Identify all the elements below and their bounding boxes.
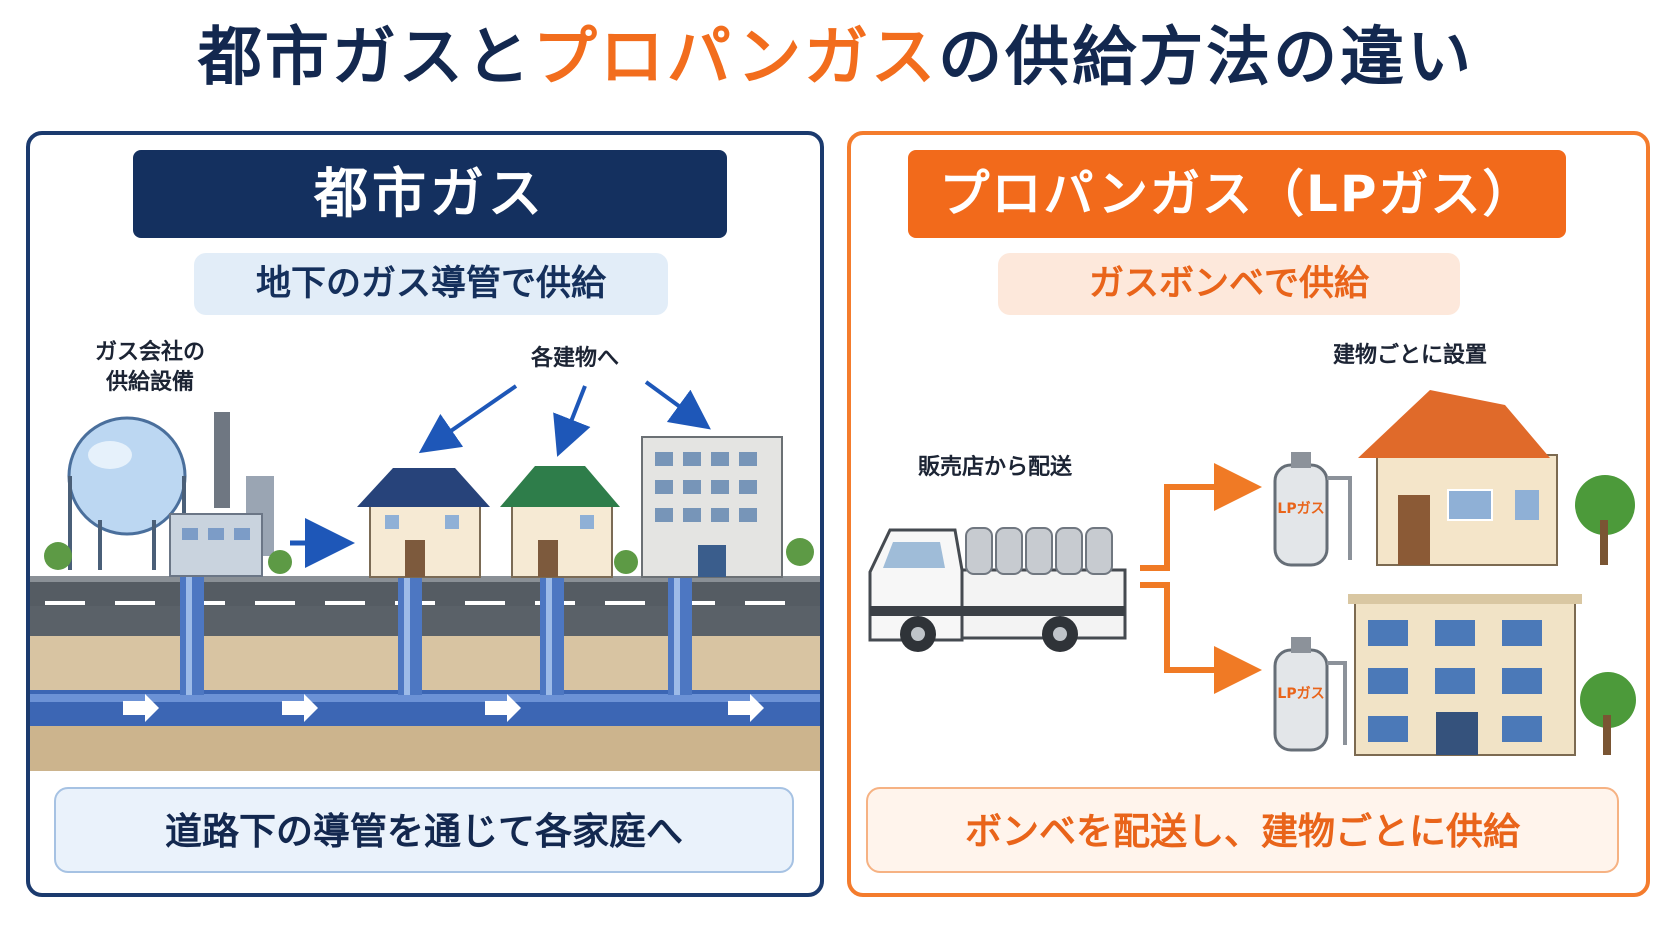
propane-apartment: [1348, 594, 1636, 756]
city-gas-caption: 道路下の導管を通じて各家庭へ: [54, 787, 794, 873]
title-city-gas: 都市ガスと: [197, 21, 533, 95]
facility-label: ガス会社の 供給設備: [80, 338, 220, 398]
install-label: 建物ごとに設置: [1332, 343, 1487, 368]
cylinder-label-1: LPガス: [1277, 501, 1325, 517]
facility-building: [169, 513, 263, 577]
chimney: [214, 412, 230, 508]
city-gas-header: 都市ガス: [133, 150, 727, 238]
pipe-flow-arrows: [123, 694, 764, 722]
arrow-to-apartment: [644, 380, 711, 430]
facility-label-line2: 供給設備: [105, 370, 194, 395]
arrow-to-house2: [553, 385, 591, 457]
apartment-building: [641, 436, 783, 578]
gas-holder-tank: [67, 416, 187, 570]
cylinder-label-2: LPガス: [1277, 686, 1325, 702]
delivery-label: 販売店から配送: [917, 455, 1072, 480]
house-green-roof: [500, 466, 620, 578]
delivery-arrows: [1140, 463, 1262, 694]
propane-caption: ボンベを配送し、建物ごとに供給: [866, 787, 1619, 873]
title-propane: プロパンガス: [532, 21, 939, 95]
propane-subheader: ガスボンベで供給: [998, 253, 1460, 315]
city-gas-scene: [30, 380, 820, 771]
lp-cylinder-1: [1273, 452, 1352, 567]
house-blue-roof: [357, 468, 490, 578]
city-gas-subheader: 地下のガス導管で供給: [194, 253, 668, 315]
delivery-truck: [868, 527, 1127, 652]
arrow-to-house1: [418, 384, 518, 454]
propane-house: [1358, 390, 1635, 566]
facility-label-line1: ガス会社の: [94, 340, 205, 365]
page-title: 都市ガスとプロパンガスの供給方法の違い: [0, 18, 1672, 98]
title-rest: の供給方法の違い: [938, 21, 1475, 95]
riser-pipes: [180, 575, 692, 695]
lp-cylinder-2: [1273, 637, 1347, 752]
buildings-label: 各建物へ: [530, 346, 619, 371]
propane-header: プロパンガス（LPガス）: [908, 150, 1566, 238]
propane-scene: [868, 390, 1636, 756]
